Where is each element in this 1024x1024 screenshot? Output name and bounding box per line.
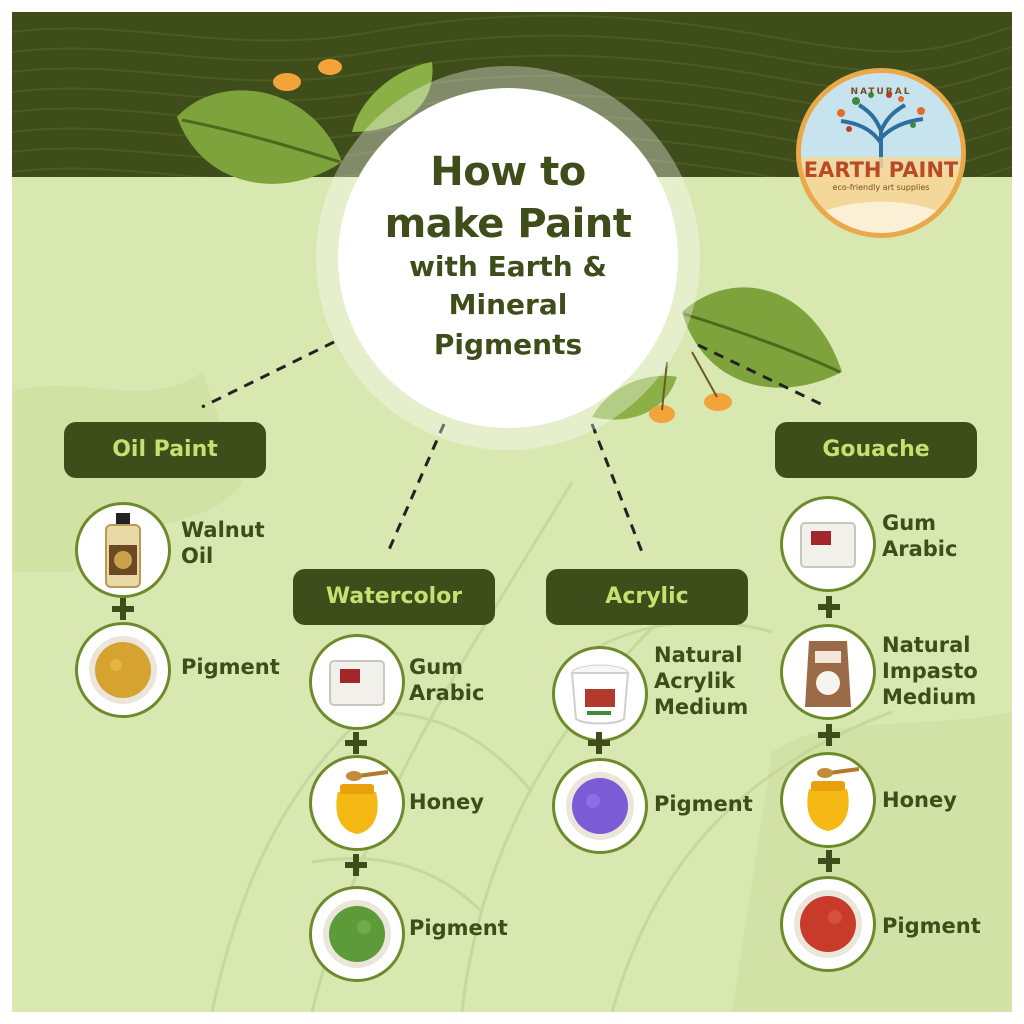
impasto-medium-pouch-icon (805, 641, 851, 707)
watercolor-gum-arabic-label: Gum Arabic (409, 655, 485, 705)
honey-jar-icon (807, 767, 860, 831)
gouache-pigment-item (780, 876, 876, 972)
header-watercolor: Watercolor (293, 569, 495, 625)
acrylic-medium-label: Natural Acrylik Medium (654, 643, 749, 719)
leaf-top-icon (352, 62, 433, 132)
leaf-left-icon (177, 90, 342, 184)
title-line-3: with Earth & (409, 250, 607, 283)
acrylic-medium-tub-icon (570, 664, 630, 725)
plus-icon (345, 854, 367, 876)
berries-icon (273, 59, 732, 423)
watercolor-gum-arabic-item (309, 634, 405, 730)
title-line-1: How to (430, 149, 586, 195)
gouache-gum-arabic-item (780, 496, 876, 592)
plus-icon (818, 596, 840, 618)
header-acrylic: Acrylic (546, 569, 748, 625)
walnut-oil-item (75, 502, 171, 598)
logo-brand: EARTH PAINT (801, 157, 961, 183)
plus-icon (818, 724, 840, 746)
plus-icon (818, 850, 840, 872)
oil-pigment-label: Pigment (181, 655, 280, 679)
watercolor-honey-label: Honey (409, 790, 484, 814)
gouache-pigment-label: Pigment (882, 914, 981, 938)
tree-icon (821, 92, 941, 233)
plus-icon (345, 732, 367, 754)
title-line-2: make Paint (384, 201, 632, 247)
acrylic-pigment-item (552, 758, 648, 854)
title-circle: How to make Paint with Earth & Mineral P… (338, 88, 678, 428)
dashed-connectors (201, 340, 828, 553)
gouache-gum-arabic-label: Gum Arabic (882, 511, 958, 561)
logo-tagline: eco-friendly art supplies (832, 183, 930, 192)
gum-arabic-bag-icon (329, 660, 385, 706)
gouache-honey-label: Honey (882, 788, 957, 812)
pigment-red-icon (794, 890, 862, 958)
oil-pigment-item (75, 622, 171, 718)
gum-arabic-bag-icon (800, 522, 856, 568)
earth-paint-logo: NATURAL EARTH PAINT eco-friendly art sup… (796, 68, 966, 238)
plus-icon (112, 598, 134, 620)
title-line-5: Pigments (433, 328, 583, 361)
leaf-right-icon (592, 287, 842, 420)
gouache-impasto-label: Natural Impasto Medium (882, 633, 978, 709)
pigment-ochre-icon (89, 636, 157, 704)
watercolor-pigment-label: Pigment (409, 916, 508, 940)
walnut-oil-label: Walnut Oil (181, 518, 265, 568)
header-gouache: Gouache (775, 422, 977, 478)
watercolor-pigment-item (309, 886, 405, 982)
infographic-canvas: How to make Paint with Earth & Mineral P… (12, 12, 1012, 1012)
title-line-4: Mineral (448, 288, 568, 321)
acrylic-medium-item (552, 646, 648, 742)
gouache-honey-item (780, 752, 876, 848)
header-oil-paint: Oil Paint (64, 422, 266, 478)
honey-jar-icon (336, 770, 389, 834)
gouache-impasto-item (780, 624, 876, 720)
acrylic-pigment-label: Pigment (654, 792, 753, 816)
pigment-violet-icon (566, 772, 634, 840)
pigment-green-icon (323, 900, 391, 968)
logo-top-text: NATURAL (850, 87, 912, 97)
oil-bottle-icon (105, 513, 141, 588)
watercolor-honey-item (309, 755, 405, 851)
plus-icon (588, 732, 610, 754)
